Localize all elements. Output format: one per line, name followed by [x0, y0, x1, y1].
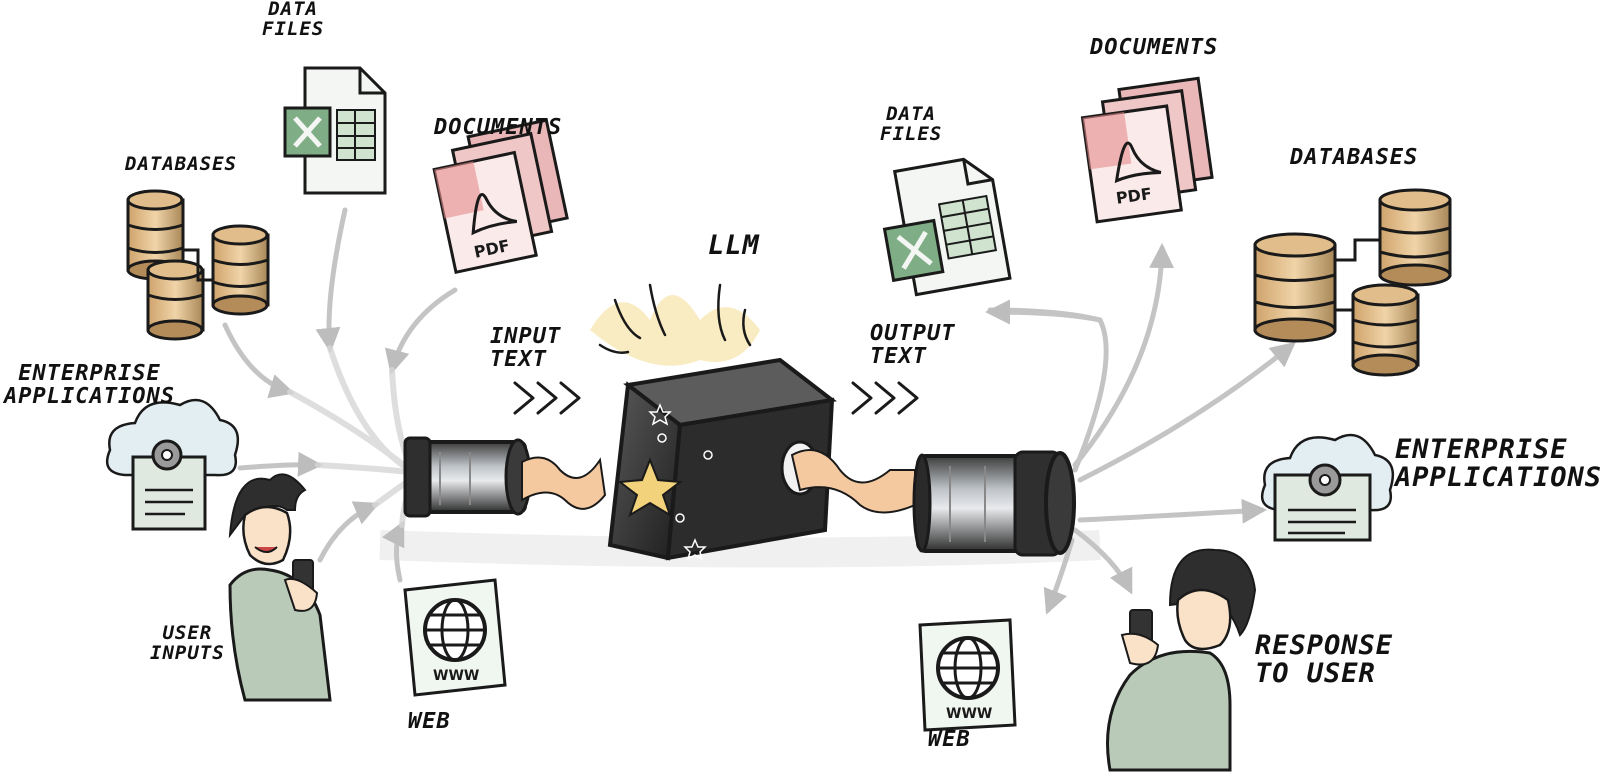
- label-input-documents: DOCUMENTS: [434, 115, 563, 140]
- output-pdf-icon: PDF: [1080, 76, 1214, 224]
- input-arrows: [222, 207, 458, 583]
- input-merge-lines: [287, 345, 415, 528]
- page-title: LLM: [708, 230, 760, 261]
- output-excel-icon: [882, 157, 1012, 297]
- output-www-label: WWW: [946, 706, 992, 722]
- label-input-data-files: DATA FILES: [262, 0, 325, 40]
- excel-icon: [283, 66, 387, 195]
- label-output-enterprise-applications: ENTERPRISE APPLICATIONS: [1395, 434, 1603, 494]
- output-database-icon: [1253, 188, 1452, 377]
- output-globe-www-icon: WWW: [918, 618, 1017, 732]
- www-label: WWW: [433, 668, 479, 684]
- output-pdf-label: PDF: [1115, 184, 1153, 208]
- star-icon: [617, 457, 683, 518]
- label-input-text: INPUT TEXT: [490, 324, 562, 373]
- paper-ribbon-icon: [521, 456, 607, 510]
- pdf-icon: PDF: [432, 118, 569, 275]
- label-input-web: WEB: [408, 709, 451, 734]
- spark-icon: [590, 283, 760, 366]
- output-chevrons: [851, 381, 919, 415]
- label-output-documents: DOCUMENTS: [1090, 35, 1219, 60]
- database-icon: [126, 189, 270, 341]
- input-chevrons: [513, 381, 581, 415]
- label-output-text: OUTPUT TEXT: [870, 321, 956, 370]
- label-output-data-files: DATA FILES: [880, 103, 943, 145]
- output-arrow-datafiles: [985, 299, 1101, 325]
- label-response-to-user: RESPONSE TO USER: [1255, 630, 1394, 690]
- output-pipe-icon: [912, 450, 1076, 557]
- output-cloud-gear-icon: [1260, 433, 1395, 542]
- cloud-gear-icon: [105, 398, 240, 531]
- label-output-databases: DATABASES: [1290, 145, 1419, 170]
- globe-www-icon: WWW: [403, 578, 507, 697]
- label-input-databases: DATABASES: [125, 153, 237, 175]
- label-user-inputs: USER INPUTS: [150, 622, 225, 664]
- output-person-phone-icon: [1106, 548, 1257, 772]
- person-phone-icon: [228, 473, 332, 702]
- pipe-icon: [403, 436, 532, 518]
- label-output-web: WEB: [928, 727, 971, 752]
- label-input-enterprise-applications: ENTERPRISE APPLICATIONS: [4, 361, 175, 410]
